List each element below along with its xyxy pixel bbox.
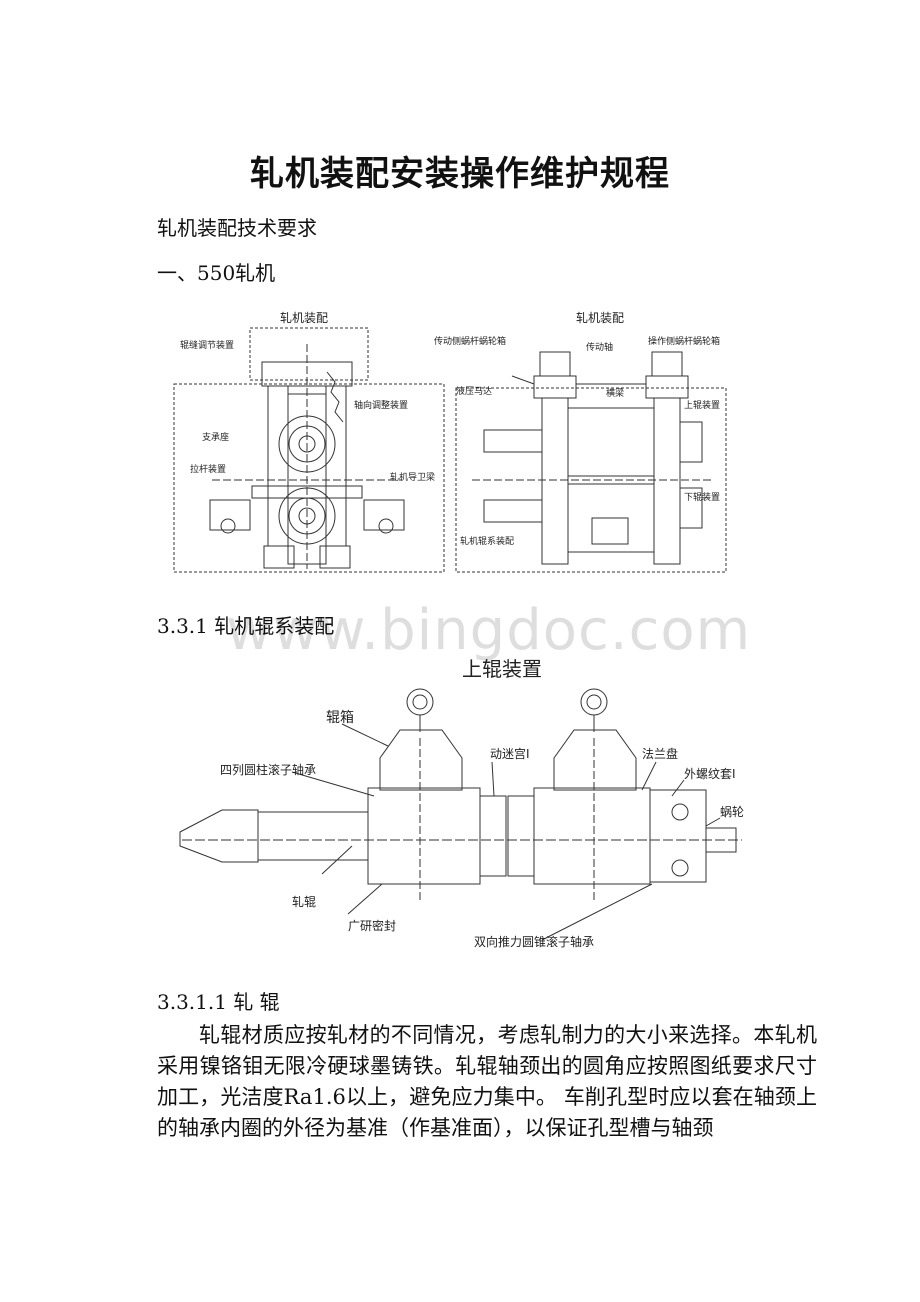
drawing-title-right: 轧机装配	[576, 311, 624, 325]
label-gap-adjust: 辊缝调节装置	[180, 339, 234, 351]
label-flange: 法兰盘	[642, 746, 678, 761]
label-roll-box: 辊箱	[326, 710, 354, 726]
label-upper-roll: 上辊装置	[684, 399, 720, 411]
label-cylindrical-bearing: 四列圆柱滚子轴承	[220, 762, 316, 777]
drawing-title-left: 轧机装配	[280, 311, 328, 325]
label-worm-wheel: 蜗轮	[720, 804, 744, 819]
body-paragraph: 轧辊材质应按轧材的不同情况，考虑轧制力的大小来选择。本轧机采用镍铬钼无限冷硬球墨…	[157, 1020, 817, 1144]
label-lower-roll: 下辊装置	[684, 491, 720, 503]
page-title: 轧机装配安装操作维护规程	[250, 154, 670, 194]
section-heading-331: 3.3.1 轧机辊系装配	[157, 614, 335, 638]
label-seal: 广研密封	[348, 918, 396, 933]
section-heading-1: 一、550轧机	[157, 261, 276, 285]
label-crossbeam: 横梁	[606, 387, 624, 399]
paragraph-text: 轧辊材质应按轧材的不同情况，考虑轧制力的大小来选择。本轧机采用镍铬钼无限冷硬球墨…	[157, 1023, 817, 1140]
label-roll-system: 轧机辊系装配	[460, 535, 514, 547]
label-tie-rod: 拉杆装置	[190, 463, 226, 475]
mill-assembly-drawing: 轧机装配 轧机装配 辊缝调节装置 轴向调整装置 支承座 拉杆装置 轧机导卫梁 轧…	[173, 311, 727, 573]
label-guide-beam: 轧机导卫梁	[390, 471, 435, 483]
label-hydraulic-motor: 液压马达	[456, 385, 492, 397]
label-roll: 轧辊	[292, 895, 316, 909]
label-support-seat: 支承座	[202, 431, 229, 443]
drawing-title-roll: 上辊装置	[462, 657, 542, 681]
label-drive-worm-box: 传动侧蜗杆蜗轮箱	[434, 335, 506, 347]
label-drive-shaft: 传动轴	[586, 341, 613, 353]
upper-roll-drawing: 上辊装置 辊箱 四列圆柱滚子轴承 动迷宫Ⅰ 法兰盘 外螺纹套Ⅰ 蜗轮 轧辊 广研…	[179, 657, 744, 949]
label-thread-sleeve: 外螺纹套Ⅰ	[684, 767, 736, 781]
label-labyrinth: 动迷宫Ⅰ	[490, 746, 530, 761]
label-op-worm-box: 操作侧蜗杆蜗轮箱	[648, 335, 720, 347]
watermark: www.bingdoc.com	[226, 598, 752, 663]
label-axial-adjust: 轴向调整装置	[354, 399, 408, 411]
subtitle: 轧机装配技术要求	[157, 216, 317, 240]
section-heading-3311: 3.3.1.1 轧 辊	[157, 990, 280, 1014]
label-thrust-bearing: 双向推力圆锥滚子轴承	[474, 934, 594, 949]
